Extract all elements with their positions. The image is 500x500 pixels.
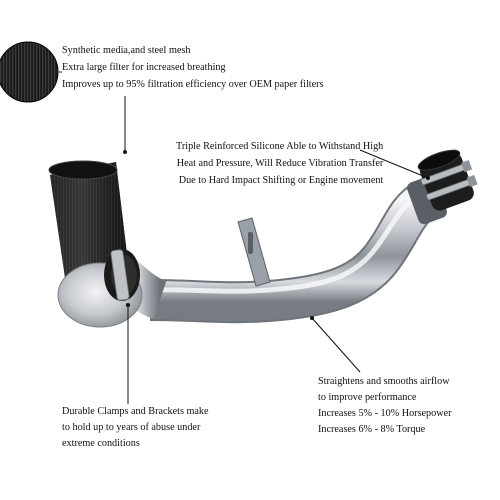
callout-line: extreme conditions <box>62 438 140 449</box>
callout-line: Synthetic media,and steel mesh <box>62 45 191 56</box>
filter-media-swatch <box>0 41 59 103</box>
callout-line: Durable Clamps and Brackets make <box>62 406 209 417</box>
callout-line: Increases 6% - 8% Torque <box>318 424 426 435</box>
leader-dot-clamps <box>126 303 130 307</box>
intake-pipe <box>106 181 437 324</box>
silicone-coupler <box>407 149 478 225</box>
callout-filter-media: Synthetic media,and steel mesh Extra lar… <box>62 42 324 93</box>
callout-line: to hold up to years of abuse under <box>62 422 201 433</box>
callout-line: Increases 5% - 10% Horsepower <box>318 408 452 419</box>
callout-line: to improve performance <box>318 392 417 403</box>
callout-line: Triple Reinforced Silicone Able to Withs… <box>176 141 384 152</box>
callout-line: Heat and Pressure, Will Reduce Vibration… <box>176 158 384 169</box>
leader-airflow <box>311 317 361 373</box>
leader-dot-filter <box>123 150 127 154</box>
mounting-bracket <box>237 217 271 287</box>
callout-airflow: Straightens and smooths airflow to impro… <box>318 374 452 438</box>
leader-lines <box>59 71 429 404</box>
cone-air-filter <box>48 160 143 328</box>
callout-line: Improves up to 95% filtration efficiency… <box>62 79 324 90</box>
leader-dot-silicone <box>426 176 430 180</box>
callout-clamps: Durable Clamps and Brackets make to hold… <box>62 404 209 452</box>
leader-silicone <box>359 149 429 179</box>
callout-line: Straightens and smooths airflow <box>318 376 450 387</box>
leader-dot-airflow <box>310 316 314 320</box>
callout-line: Due to Hard Impact Shifting or Engine mo… <box>178 175 384 186</box>
callout-line: Extra large filter for increased breathi… <box>62 62 226 73</box>
leader-dots <box>123 150 430 320</box>
callout-silicone: Triple Reinforced Silicone Able to Withs… <box>176 138 383 189</box>
